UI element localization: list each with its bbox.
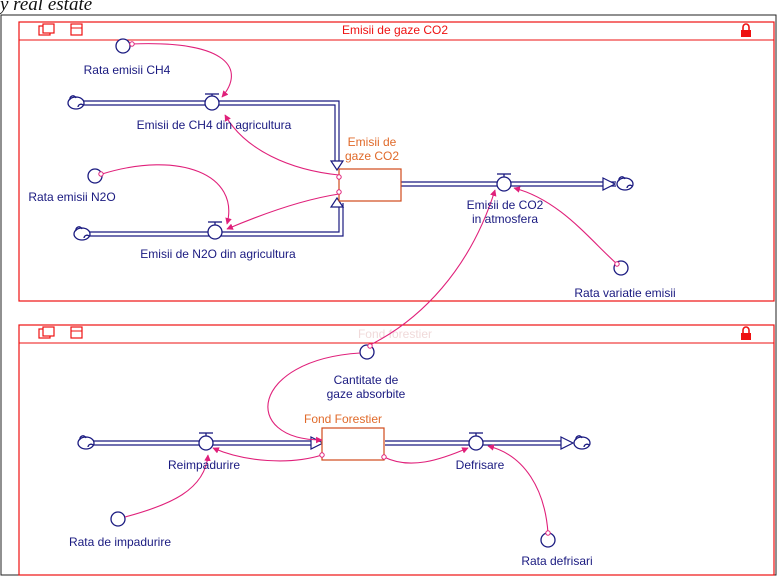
connector-tail bbox=[319, 452, 325, 458]
valve-reimpadurire[interactable] bbox=[198, 432, 214, 451]
flow-arrowhead bbox=[329, 196, 345, 208]
stock-fond-forestier[interactable] bbox=[321, 427, 385, 461]
connector bbox=[101, 164, 232, 225]
connector bbox=[226, 193, 340, 230]
connector-tail bbox=[129, 41, 135, 47]
sector-frame bbox=[18, 324, 775, 576]
connector-tail bbox=[367, 343, 373, 349]
connector bbox=[369, 189, 497, 346]
cloud-icon bbox=[67, 95, 85, 110]
connector bbox=[383, 447, 469, 464]
flow-arrowhead bbox=[560, 436, 575, 450]
connector bbox=[224, 114, 340, 176]
label-rata-emisii-n2o: Rata emisii N2O bbox=[28, 190, 115, 204]
caption-fragment: y real estate bbox=[0, 0, 92, 15]
valve-emisii-co2-atm[interactable] bbox=[496, 173, 512, 192]
sector-fond-forestier[interactable]: Fond forestier bbox=[18, 324, 775, 576]
label-stock-fond-forestier: Fond Forestier bbox=[304, 412, 382, 426]
flow-arrowhead bbox=[602, 177, 617, 191]
flow-arrowhead bbox=[329, 160, 345, 172]
connector bbox=[124, 454, 211, 518]
label-cantitate-line2: gaze absorbite bbox=[327, 387, 406, 401]
connector bbox=[267, 352, 361, 444]
label-reimpadurire: Reimpadurire bbox=[168, 458, 240, 472]
label-stock-line2: gaze CO2 bbox=[345, 149, 399, 163]
connector bbox=[513, 186, 618, 265]
sector-title: Emisii de gaze CO2 bbox=[342, 23, 448, 37]
connector bbox=[212, 447, 323, 462]
valve-defrisare[interactable] bbox=[468, 432, 484, 451]
connector-tail bbox=[545, 530, 551, 536]
label-stock-line1: Emisii de bbox=[348, 135, 397, 149]
connector-tail bbox=[614, 261, 620, 267]
label-emisii-co2-line1: Emisii de CO2 bbox=[467, 198, 544, 212]
sector-view-icon[interactable] bbox=[70, 23, 83, 36]
lock-icon[interactable] bbox=[741, 326, 751, 340]
flow-arrowhead bbox=[310, 436, 325, 450]
label-rata-emisii-ch4: Rata emisii CH4 bbox=[84, 63, 171, 77]
cloud-icon bbox=[573, 435, 591, 450]
stock-emisii-gaze-co2[interactable] bbox=[338, 168, 402, 202]
sector-title: Fond forestier bbox=[358, 327, 432, 341]
sector-frame bbox=[18, 21, 775, 302]
connector bbox=[487, 444, 549, 534]
connector-tail bbox=[98, 171, 104, 177]
cloud-icon bbox=[73, 226, 91, 241]
connector-tail bbox=[336, 174, 342, 180]
cloud-icon bbox=[616, 176, 634, 191]
label-rata-variatie-emisii: Rata variatie emisii bbox=[574, 286, 675, 300]
label-defrisare: Defrisare bbox=[456, 458, 505, 472]
label-emisii-n2o-agricultura: Emisii de N2O din agricultura bbox=[140, 247, 296, 261]
valve-emisii-ch4[interactable] bbox=[204, 93, 220, 111]
valve-emisii-n2o[interactable] bbox=[207, 221, 223, 240]
connectors bbox=[101, 43, 618, 534]
label-cantitate-line1: Cantitate de bbox=[334, 373, 399, 387]
cloud-icon bbox=[77, 435, 95, 450]
pipe-ch4 bbox=[82, 100, 340, 166]
pipe-n2o bbox=[88, 203, 344, 237]
connector-tail bbox=[381, 454, 387, 460]
label-emisii-co2-line2: in atmosfera bbox=[472, 212, 538, 226]
lock-icon[interactable] bbox=[741, 23, 751, 37]
converter-rata-de-impadurire[interactable] bbox=[110, 511, 126, 527]
label-rata-de-impadurire: Rata de impadurire bbox=[69, 535, 171, 549]
connector bbox=[130, 43, 232, 98]
label-emisii-ch4-agricultura: Emisii de CH4 din agricultura bbox=[137, 118, 292, 132]
label-rata-defrisari: Rata defrisari bbox=[521, 554, 592, 568]
sector-emisii-co2[interactable]: Emisii de gaze CO2 bbox=[18, 21, 775, 302]
connector-tail bbox=[336, 189, 342, 195]
converter-rata-emisii-ch4[interactable] bbox=[115, 38, 131, 54]
run-sector-icon[interactable] bbox=[38, 326, 55, 339]
run-sector-icon[interactable] bbox=[38, 23, 55, 36]
sector-view-icon[interactable] bbox=[70, 326, 83, 339]
